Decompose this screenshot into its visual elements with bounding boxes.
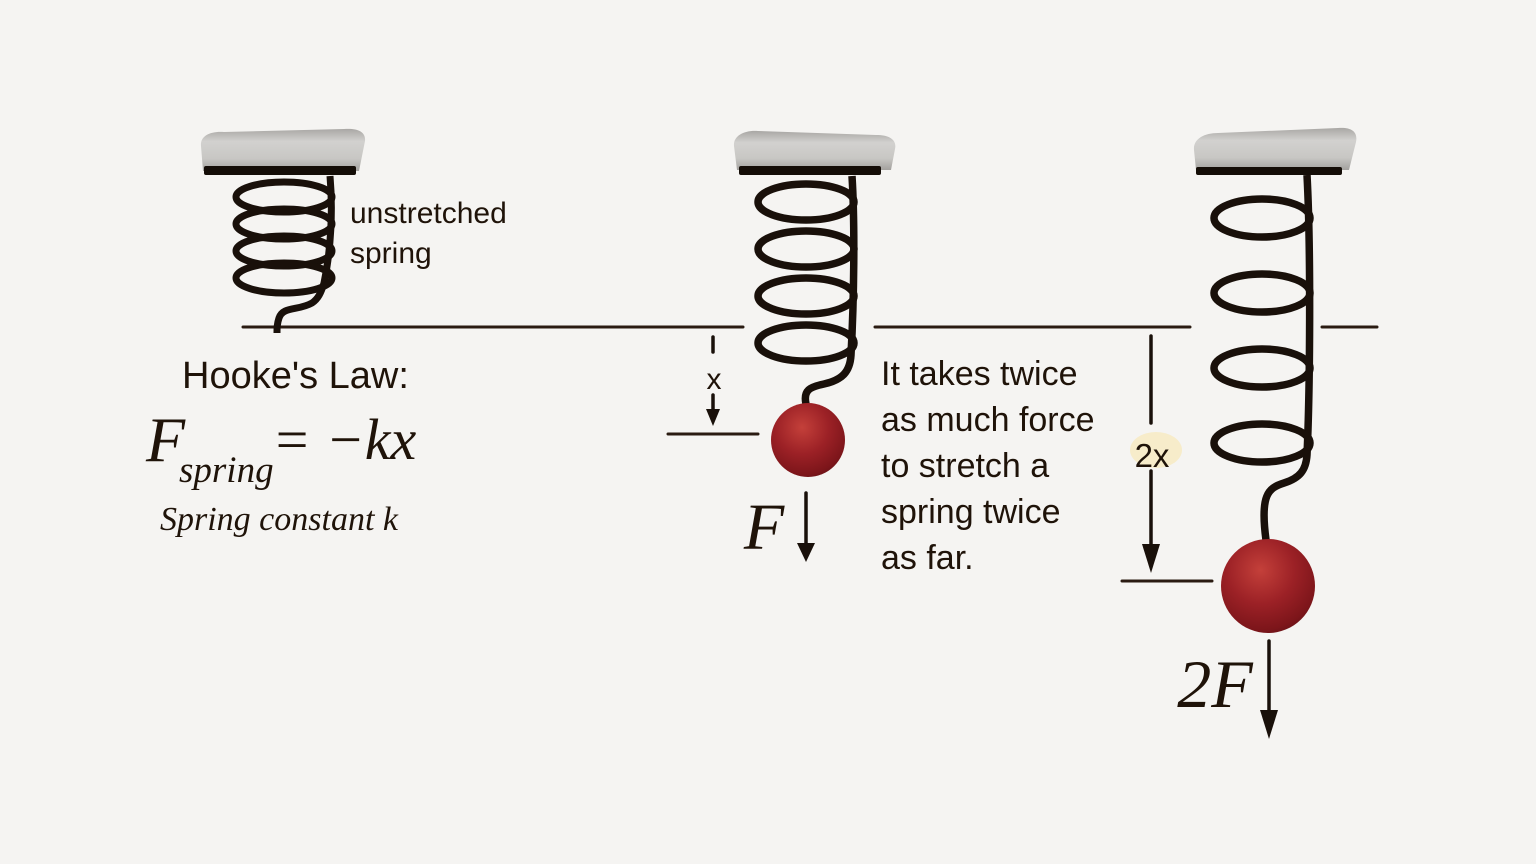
unstretched-label-line2: spring — [350, 237, 432, 270]
spring-wire — [1260, 174, 1314, 541]
mount-bar — [739, 166, 881, 175]
spring-coil — [1210, 195, 1314, 241]
mount-bar — [1196, 167, 1342, 175]
x2-displacement-label: 2x — [1135, 437, 1170, 474]
mass-ball — [771, 403, 845, 477]
down-arrow-icon — [1260, 710, 1278, 739]
hookes-law-title: Hooke's Law: — [182, 355, 409, 397]
spring-coil — [754, 321, 858, 365]
spring-coil — [754, 227, 858, 271]
x-displacement-label: x — [707, 363, 722, 396]
caption-line: spring twice — [881, 493, 1061, 531]
spring-wire — [801, 175, 858, 405]
ceiling-mount — [1193, 127, 1357, 170]
spring-wire — [273, 175, 335, 334]
force-2f-label: 2F — [1177, 646, 1254, 722]
spring-coil — [1210, 420, 1314, 466]
force-f-label: F — [743, 491, 785, 564]
force-f-group: F — [743, 491, 815, 564]
hookes-law-text-block: Hooke's Law: F spring = −kx Spring const… — [145, 355, 417, 538]
mass-ball — [1221, 539, 1315, 633]
x-dimension-marker: x — [666, 335, 760, 436]
down-arrow-icon — [1142, 544, 1160, 573]
down-arrow-icon — [797, 543, 815, 562]
spring-constant-note: Spring constant k — [160, 501, 399, 538]
formula-subscript: spring — [179, 450, 274, 491]
unstretched-label-line1: unstretched — [350, 197, 507, 230]
stretched-spring-x-group — [733, 130, 896, 477]
spring-coil — [754, 274, 858, 318]
spring-coil — [232, 259, 336, 297]
stretched-spring-2x-group — [1193, 127, 1357, 633]
caption-line: to stretch a — [881, 447, 1049, 485]
mount-bar — [204, 166, 356, 175]
formula-rhs: = −kx — [272, 407, 417, 472]
spring-coil — [1210, 270, 1314, 316]
caption-line: It takes twice — [881, 355, 1078, 393]
formula-F: F — [145, 404, 186, 475]
spring-coil — [754, 180, 858, 224]
x2-dimension-marker: 2x — [1120, 334, 1214, 583]
force-2f-group: 2F — [1177, 639, 1278, 739]
caption-text: It takes twice as much force to stretch … — [881, 355, 1095, 577]
spring-coil — [1210, 345, 1314, 391]
unstretched-spring-group: unstretched spring — [200, 128, 507, 334]
ceiling-mount — [200, 128, 366, 171]
ceiling-mount — [733, 130, 896, 170]
down-arrow-icon — [706, 409, 720, 426]
caption-line: as much force — [881, 401, 1095, 439]
caption-line: as far. — [881, 539, 974, 577]
label-highlight — [1130, 432, 1182, 468]
